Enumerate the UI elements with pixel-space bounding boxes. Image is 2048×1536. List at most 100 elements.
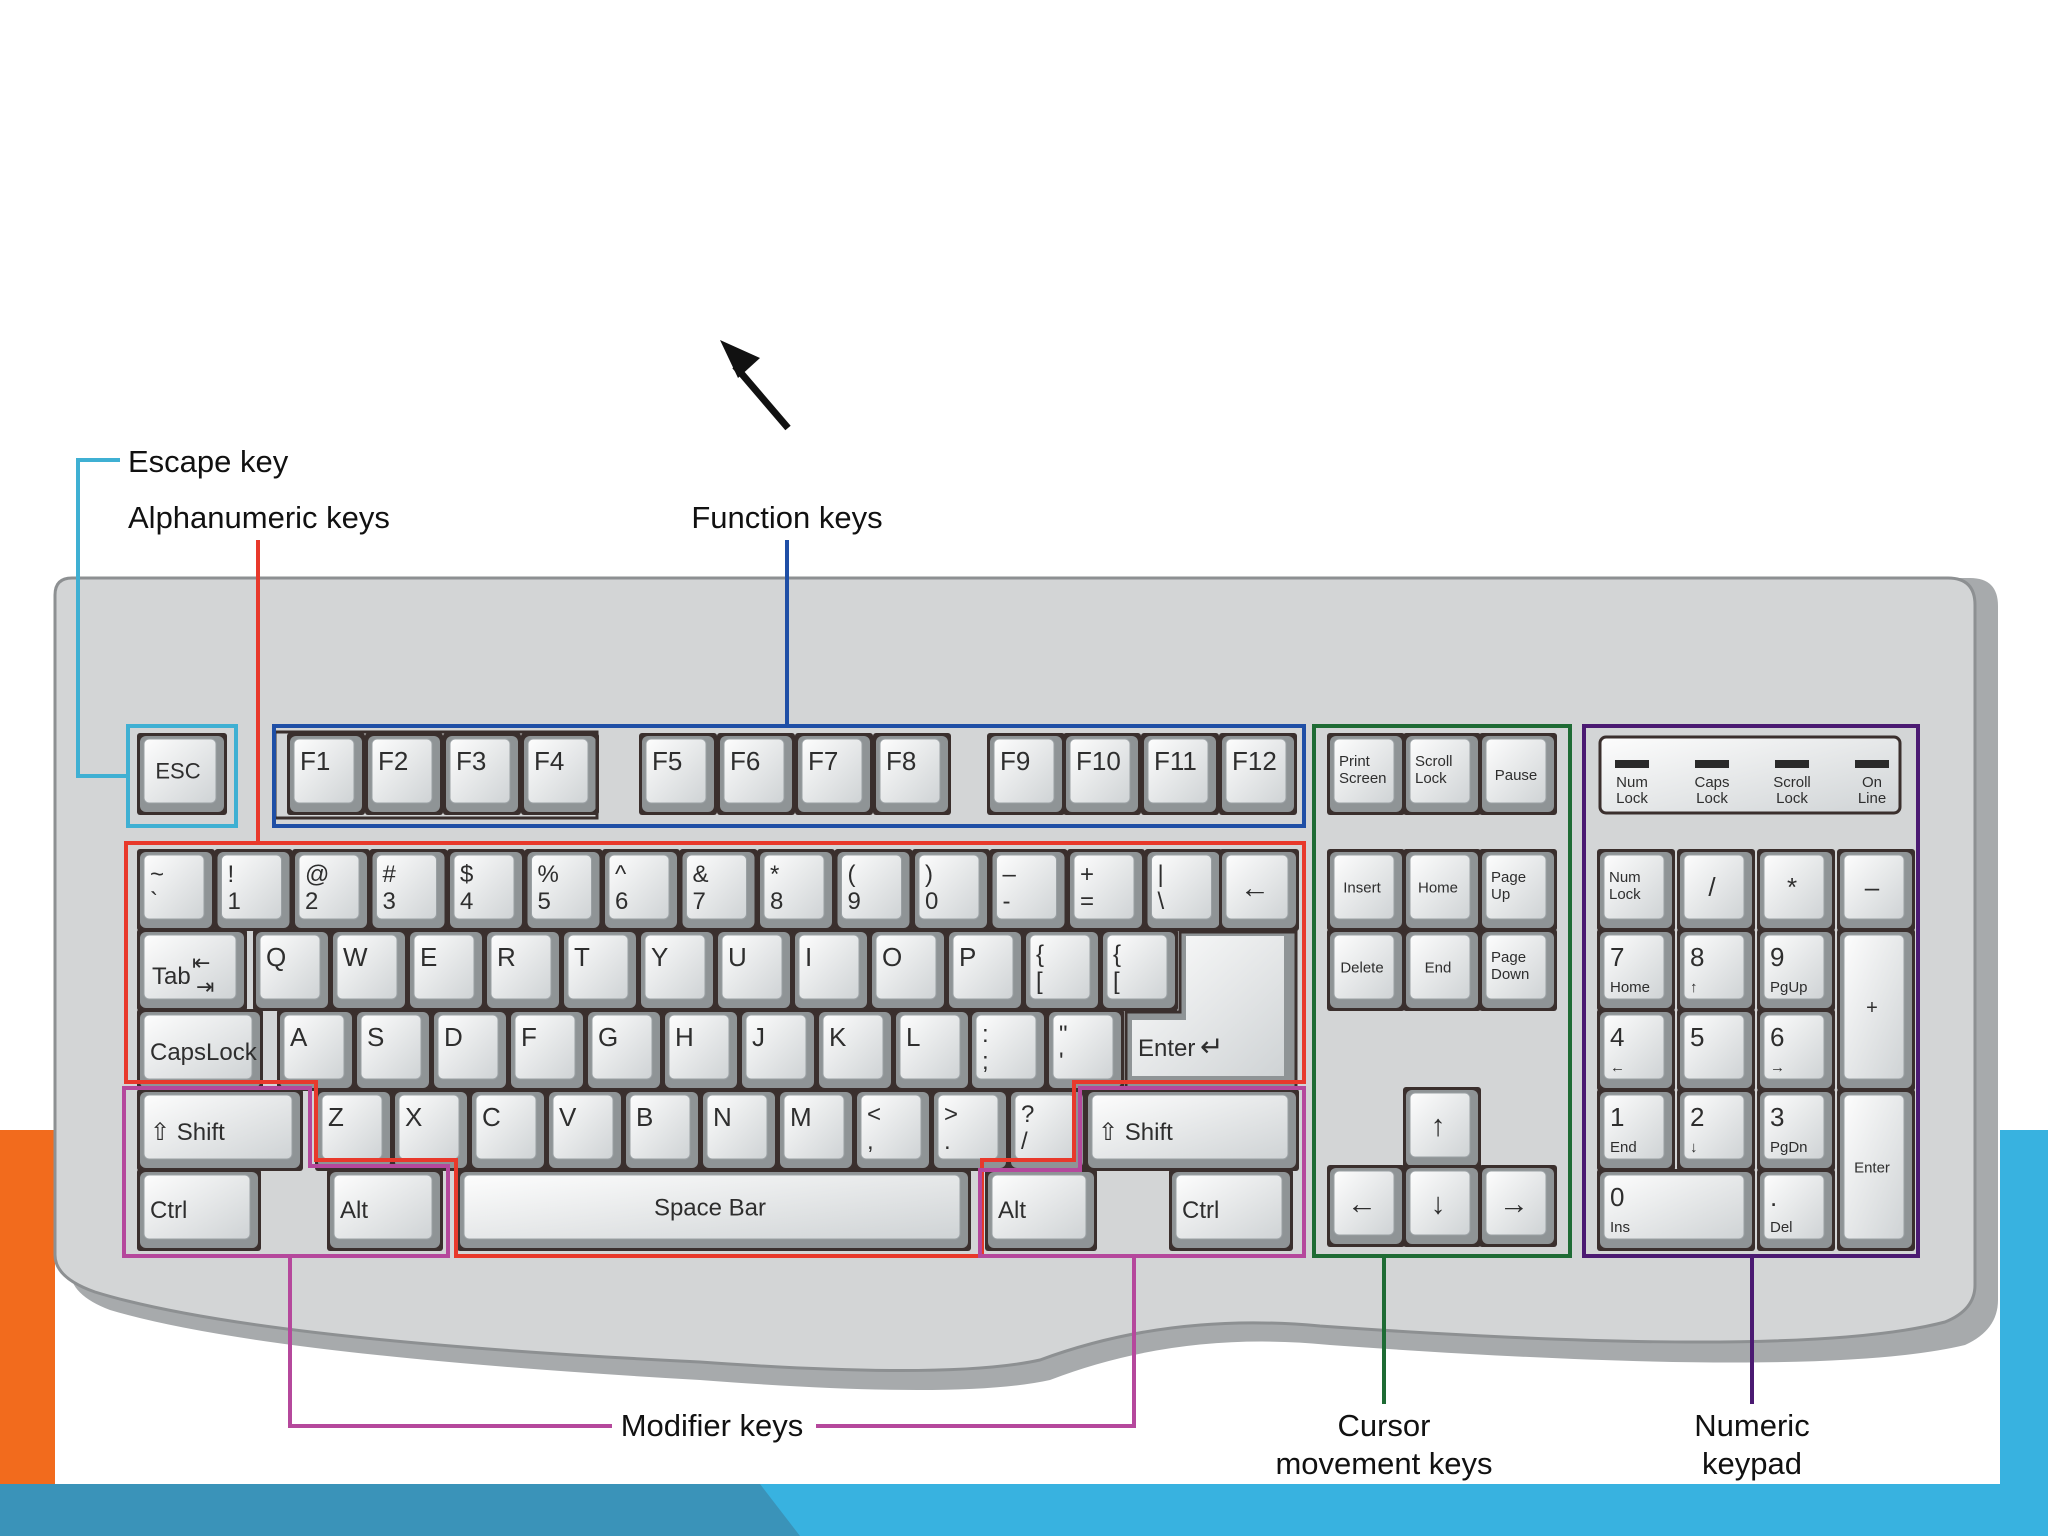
m-key[interactable]: M <box>777 1089 855 1171</box>
capslock-key[interactable]: CapsLock <box>137 1009 263 1091</box>
right-alt-key[interactable]: Alt <box>985 1169 1097 1251</box>
rbrace-key-label-1: [ <box>1113 968 1120 995</box>
space-bar-key-label-0: Space Bar <box>654 1194 766 1221</box>
arrow-up-key[interactable]: ↑ <box>1403 1087 1481 1169</box>
l-key[interactable]: L <box>893 1009 971 1091</box>
f-key[interactable]: F <box>508 1009 586 1091</box>
numeric-keypad-callout-1: Numeric <box>1694 1408 1809 1443</box>
f7-key[interactable]: F7 <box>795 733 873 815</box>
k3-key[interactable]: #3 <box>370 849 448 931</box>
rbrace-key[interactable]: {[ <box>1100 929 1178 1011</box>
np-enter-key[interactable]: Enter <box>1837 1089 1915 1251</box>
s-key[interactable]: S <box>354 1009 432 1091</box>
k7-key[interactable]: &7 <box>680 849 758 931</box>
k0-key[interactable]: )0 <box>912 849 990 931</box>
n-key[interactable]: N <box>700 1089 778 1171</box>
i-key[interactable]: I <box>792 929 870 1011</box>
tilde-key[interactable]: ~` <box>137 849 215 931</box>
k-key[interactable]: K <box>816 1009 894 1091</box>
minus-key[interactable]: –- <box>990 849 1068 931</box>
left-shift-key[interactable]: ⇧ Shift <box>137 1089 303 1171</box>
f5-key[interactable]: F5 <box>639 733 717 815</box>
delete-key[interactable]: Delete <box>1327 929 1405 1011</box>
f8-key[interactable]: F8 <box>873 733 951 815</box>
np-2-key[interactable]: 2↓ <box>1677 1089 1755 1171</box>
np-slash-key[interactable]: / <box>1677 849 1755 931</box>
semicolon-key[interactable]: :; <box>969 1009 1047 1091</box>
np-dot-key[interactable]: .Del <box>1757 1169 1835 1251</box>
np-minus-key[interactable]: – <box>1837 849 1915 931</box>
v-key[interactable]: V <box>546 1089 624 1171</box>
right-shift-key[interactable]: ⇧ Shift <box>1085 1089 1299 1171</box>
k2-key[interactable]: @2 <box>292 849 370 931</box>
u-key[interactable]: U <box>715 929 793 1011</box>
a-key[interactable]: A <box>277 1009 355 1091</box>
left-ctrl-key[interactable]: Ctrl <box>137 1169 261 1251</box>
o-key[interactable]: O <box>869 929 947 1011</box>
k8-key[interactable]: *8 <box>757 849 835 931</box>
np-star-key[interactable]: * <box>1757 849 1835 931</box>
p-key[interactable]: P <box>946 929 1024 1011</box>
k1-key[interactable]: !1 <box>215 849 293 931</box>
backspace-key[interactable]: ← <box>1219 849 1299 931</box>
y-key[interactable]: Y <box>638 929 716 1011</box>
pipe-key[interactable]: |\ <box>1145 849 1223 931</box>
insert-key[interactable]: Insert <box>1327 849 1405 931</box>
f6-key[interactable]: F6 <box>717 733 795 815</box>
t-key[interactable]: T <box>561 929 639 1011</box>
f3-key[interactable]: F3 <box>443 733 521 815</box>
c-key[interactable]: C <box>469 1089 547 1171</box>
pause-key[interactable]: Pause <box>1479 733 1557 815</box>
np-6-key[interactable]: 6→ <box>1757 1009 1835 1091</box>
arrow-down-key[interactable]: ↓ <box>1403 1165 1481 1247</box>
np-8-key[interactable]: 8↑ <box>1677 929 1755 1011</box>
quote-key[interactable]: "' <box>1046 1009 1124 1091</box>
comma-key[interactable]: <, <box>854 1089 932 1171</box>
r-key[interactable]: R <box>484 929 562 1011</box>
f10-key[interactable]: F10 <box>1063 733 1141 815</box>
np-minus-key-label-0: – <box>1865 872 1880 902</box>
g-key[interactable]: G <box>585 1009 663 1091</box>
space-bar-key[interactable]: Space Bar <box>457 1169 971 1251</box>
arrow-left-key[interactable]: ← <box>1327 1165 1405 1247</box>
np-4-key[interactable]: 4← <box>1597 1009 1675 1091</box>
f9-key[interactable]: F9 <box>987 733 1065 815</box>
home-key[interactable]: Home <box>1403 849 1481 931</box>
d-key[interactable]: D <box>431 1009 509 1091</box>
q-key[interactable]: Q <box>253 929 331 1011</box>
esc-key[interactable]: ESC <box>137 733 227 815</box>
left-alt-key[interactable]: Alt <box>327 1169 443 1251</box>
right-ctrl-key[interactable]: Ctrl <box>1169 1169 1293 1251</box>
b-key[interactable]: B <box>623 1089 701 1171</box>
end-key[interactable]: End <box>1403 929 1481 1011</box>
k4-key[interactable]: $4 <box>447 849 525 931</box>
equal-key[interactable]: += <box>1067 849 1145 931</box>
f11-key[interactable]: F11 <box>1141 733 1219 815</box>
k9-key[interactable]: (9 <box>835 849 913 931</box>
lbrace-key[interactable]: {[ <box>1023 929 1101 1011</box>
f1-key[interactable]: F1 <box>287 733 365 815</box>
k6-key[interactable]: ^6 <box>602 849 680 931</box>
f4-key[interactable]: F4 <box>521 733 599 815</box>
w-key[interactable]: W <box>330 929 408 1011</box>
e-key[interactable]: E <box>407 929 485 1011</box>
np-plus-key[interactable]: + <box>1837 929 1915 1091</box>
np-5-key[interactable]: 5 <box>1677 1009 1755 1091</box>
h-key[interactable]: H <box>662 1009 740 1091</box>
k5-key[interactable]: %5 <box>525 849 603 931</box>
f12-key[interactable]: F12 <box>1219 733 1297 815</box>
tab-key[interactable]: Tab⇤⇥ <box>137 929 247 1011</box>
f2-key[interactable]: F2 <box>365 733 443 815</box>
j-key[interactable]: J <box>739 1009 817 1091</box>
arrow-right-key[interactable]: → <box>1479 1165 1557 1247</box>
